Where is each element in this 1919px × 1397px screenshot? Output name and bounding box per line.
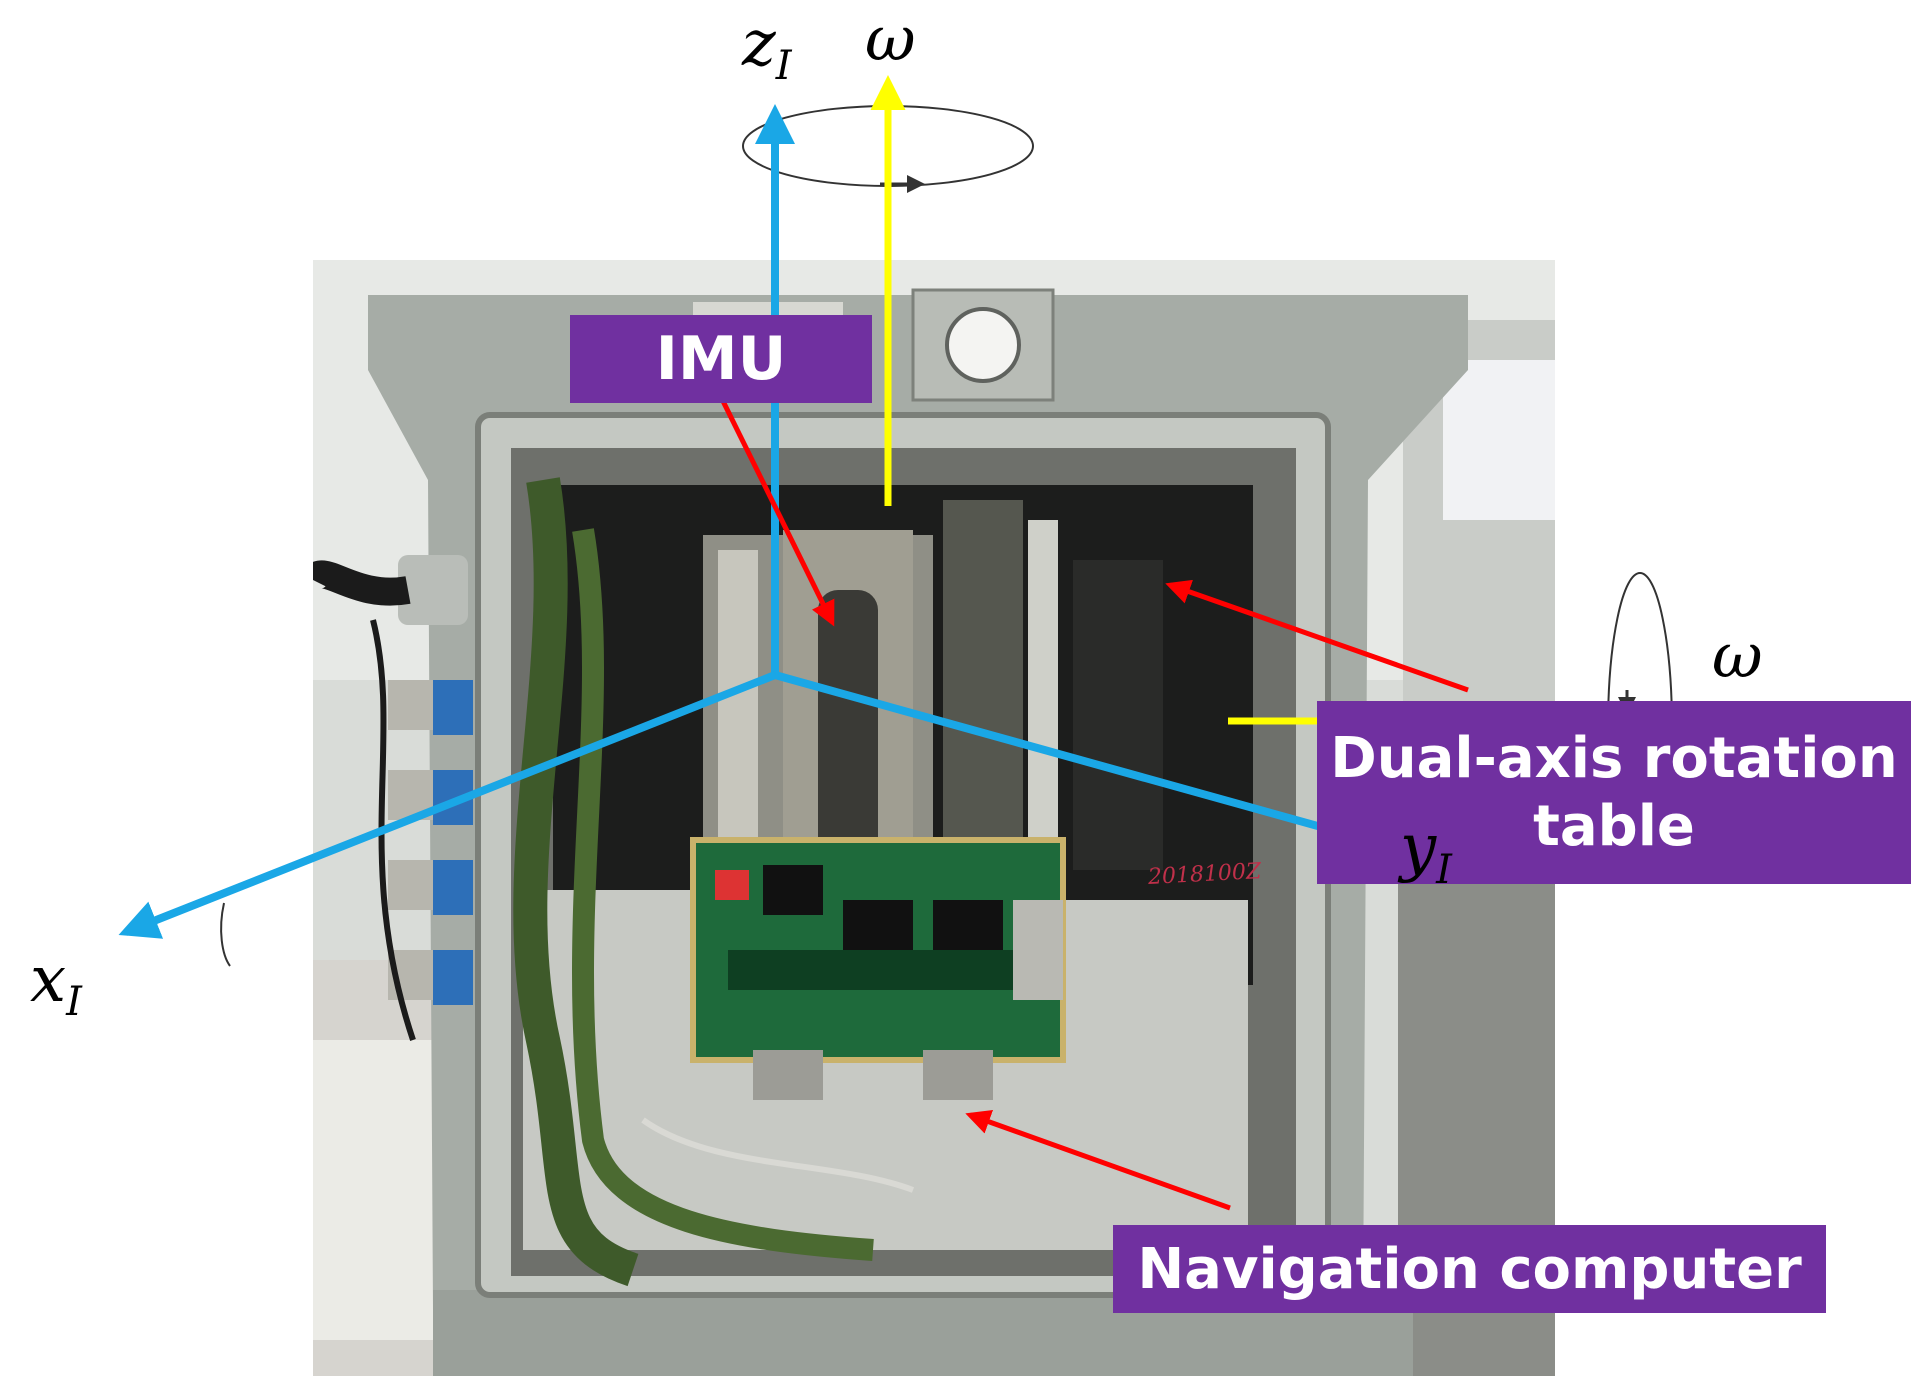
y-axis-symbol: y — [1400, 811, 1437, 885]
x-axis-label: xI — [30, 948, 82, 1022]
y-axis-label: yI — [1400, 816, 1452, 890]
imu-label: IMU — [570, 315, 872, 403]
z-axis-subscript: I — [775, 43, 792, 89]
y-axis-arrow — [773, 671, 1376, 851]
y-axis-subscript: I — [1436, 847, 1452, 893]
equipment-photo — [313, 260, 1555, 1376]
z-axis-label: zI — [742, 12, 792, 86]
imu-pointer-arrow — [717, 393, 835, 627]
omega-vertical-label: ω — [865, 2, 916, 75]
table-pointer-arrow — [1165, 579, 1469, 693]
x-axis-subscript: I — [66, 979, 82, 1025]
navigation-computer-label: Navigation computer — [1113, 1225, 1826, 1313]
x-axis-mark — [220, 902, 231, 967]
omega-horizontal-label: ω — [1712, 619, 1763, 692]
dual-axis-rotation-table-label: Dual-axis rotation table — [1317, 701, 1911, 884]
nav-computer-pointer-arrow — [965, 1109, 1231, 1211]
x-axis-arrow — [118, 671, 777, 939]
z-axis-symbol: z — [742, 7, 776, 81]
x-axis-symbol: x — [30, 943, 67, 1017]
